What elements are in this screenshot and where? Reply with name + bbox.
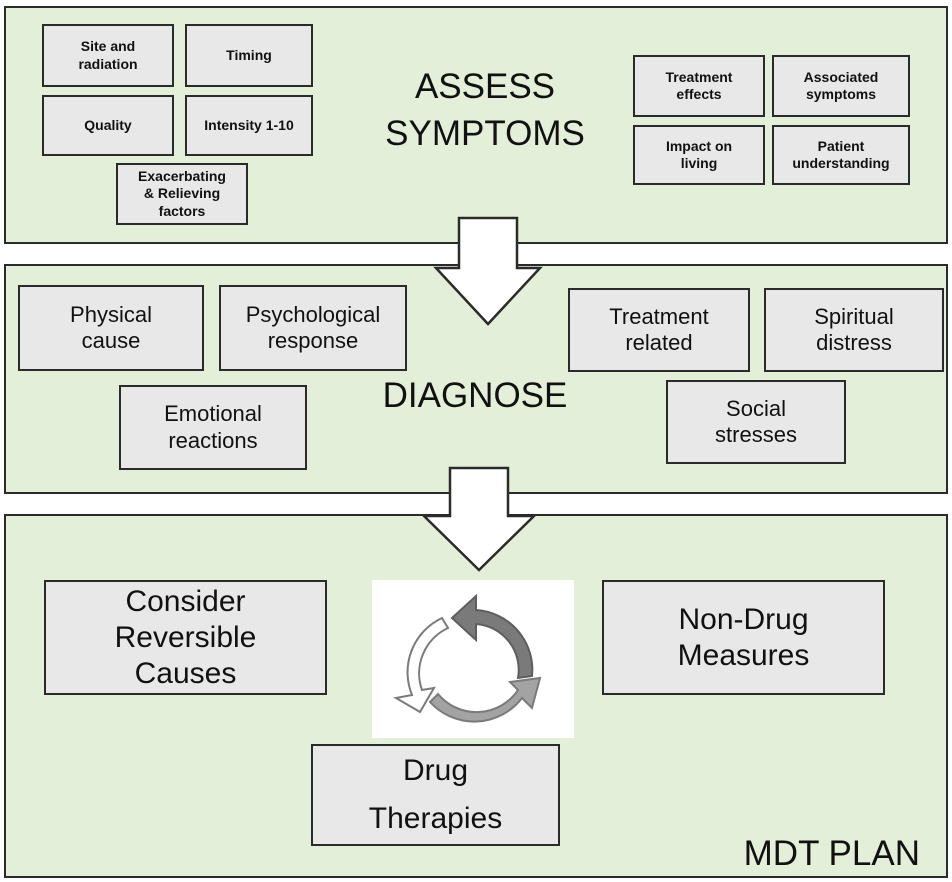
mdt-plan-title: MDT PLAN: [743, 834, 920, 873]
diagnose-spiritual-distress-box: Spiritual distress: [764, 288, 944, 372]
down-arrow-icon: [433, 216, 543, 326]
diagnose-emotional-reactions-box: Emotional reactions: [119, 385, 307, 470]
assess-timing-box: Timing: [185, 24, 313, 87]
assess-symptoms-title: ASSESS SYMPTOMS: [385, 67, 585, 154]
plan-non-drug-measures-box: Non-Drug Measures: [602, 580, 885, 695]
diagnose-treatment-related-box: Treatment related: [568, 288, 750, 372]
plan-reversible-causes-box: Consider Reversible Causes: [44, 580, 327, 695]
assess-exacerbating-relieving-box: Exacerbating & Relieving factors: [116, 163, 248, 225]
assess-impact-living-box: Impact on living: [633, 125, 765, 185]
assess-associated-symptoms-box: Associated symptoms: [772, 55, 910, 117]
cycle-arrows-icon: [372, 580, 574, 738]
assess-treatment-effects-box: Treatment effects: [633, 55, 765, 117]
assess-quality-box: Quality: [42, 95, 174, 156]
diagnose-title: DIAGNOSE: [382, 376, 568, 415]
assess-patient-understanding-box: Patient understanding: [772, 125, 910, 185]
diagnose-physical-cause-box: Physical cause: [18, 285, 204, 371]
diagnose-psychological-response-box: Psychological response: [219, 285, 407, 371]
diagnose-social-stresses-box: Social stresses: [666, 380, 846, 464]
assess-intensity-box: Intensity 1-10: [185, 95, 313, 156]
assess-site-radiation-box: Site and radiation: [42, 24, 174, 87]
down-arrow-icon: [420, 466, 538, 572]
plan-drug-therapies-box: Drug Therapies: [311, 744, 560, 846]
